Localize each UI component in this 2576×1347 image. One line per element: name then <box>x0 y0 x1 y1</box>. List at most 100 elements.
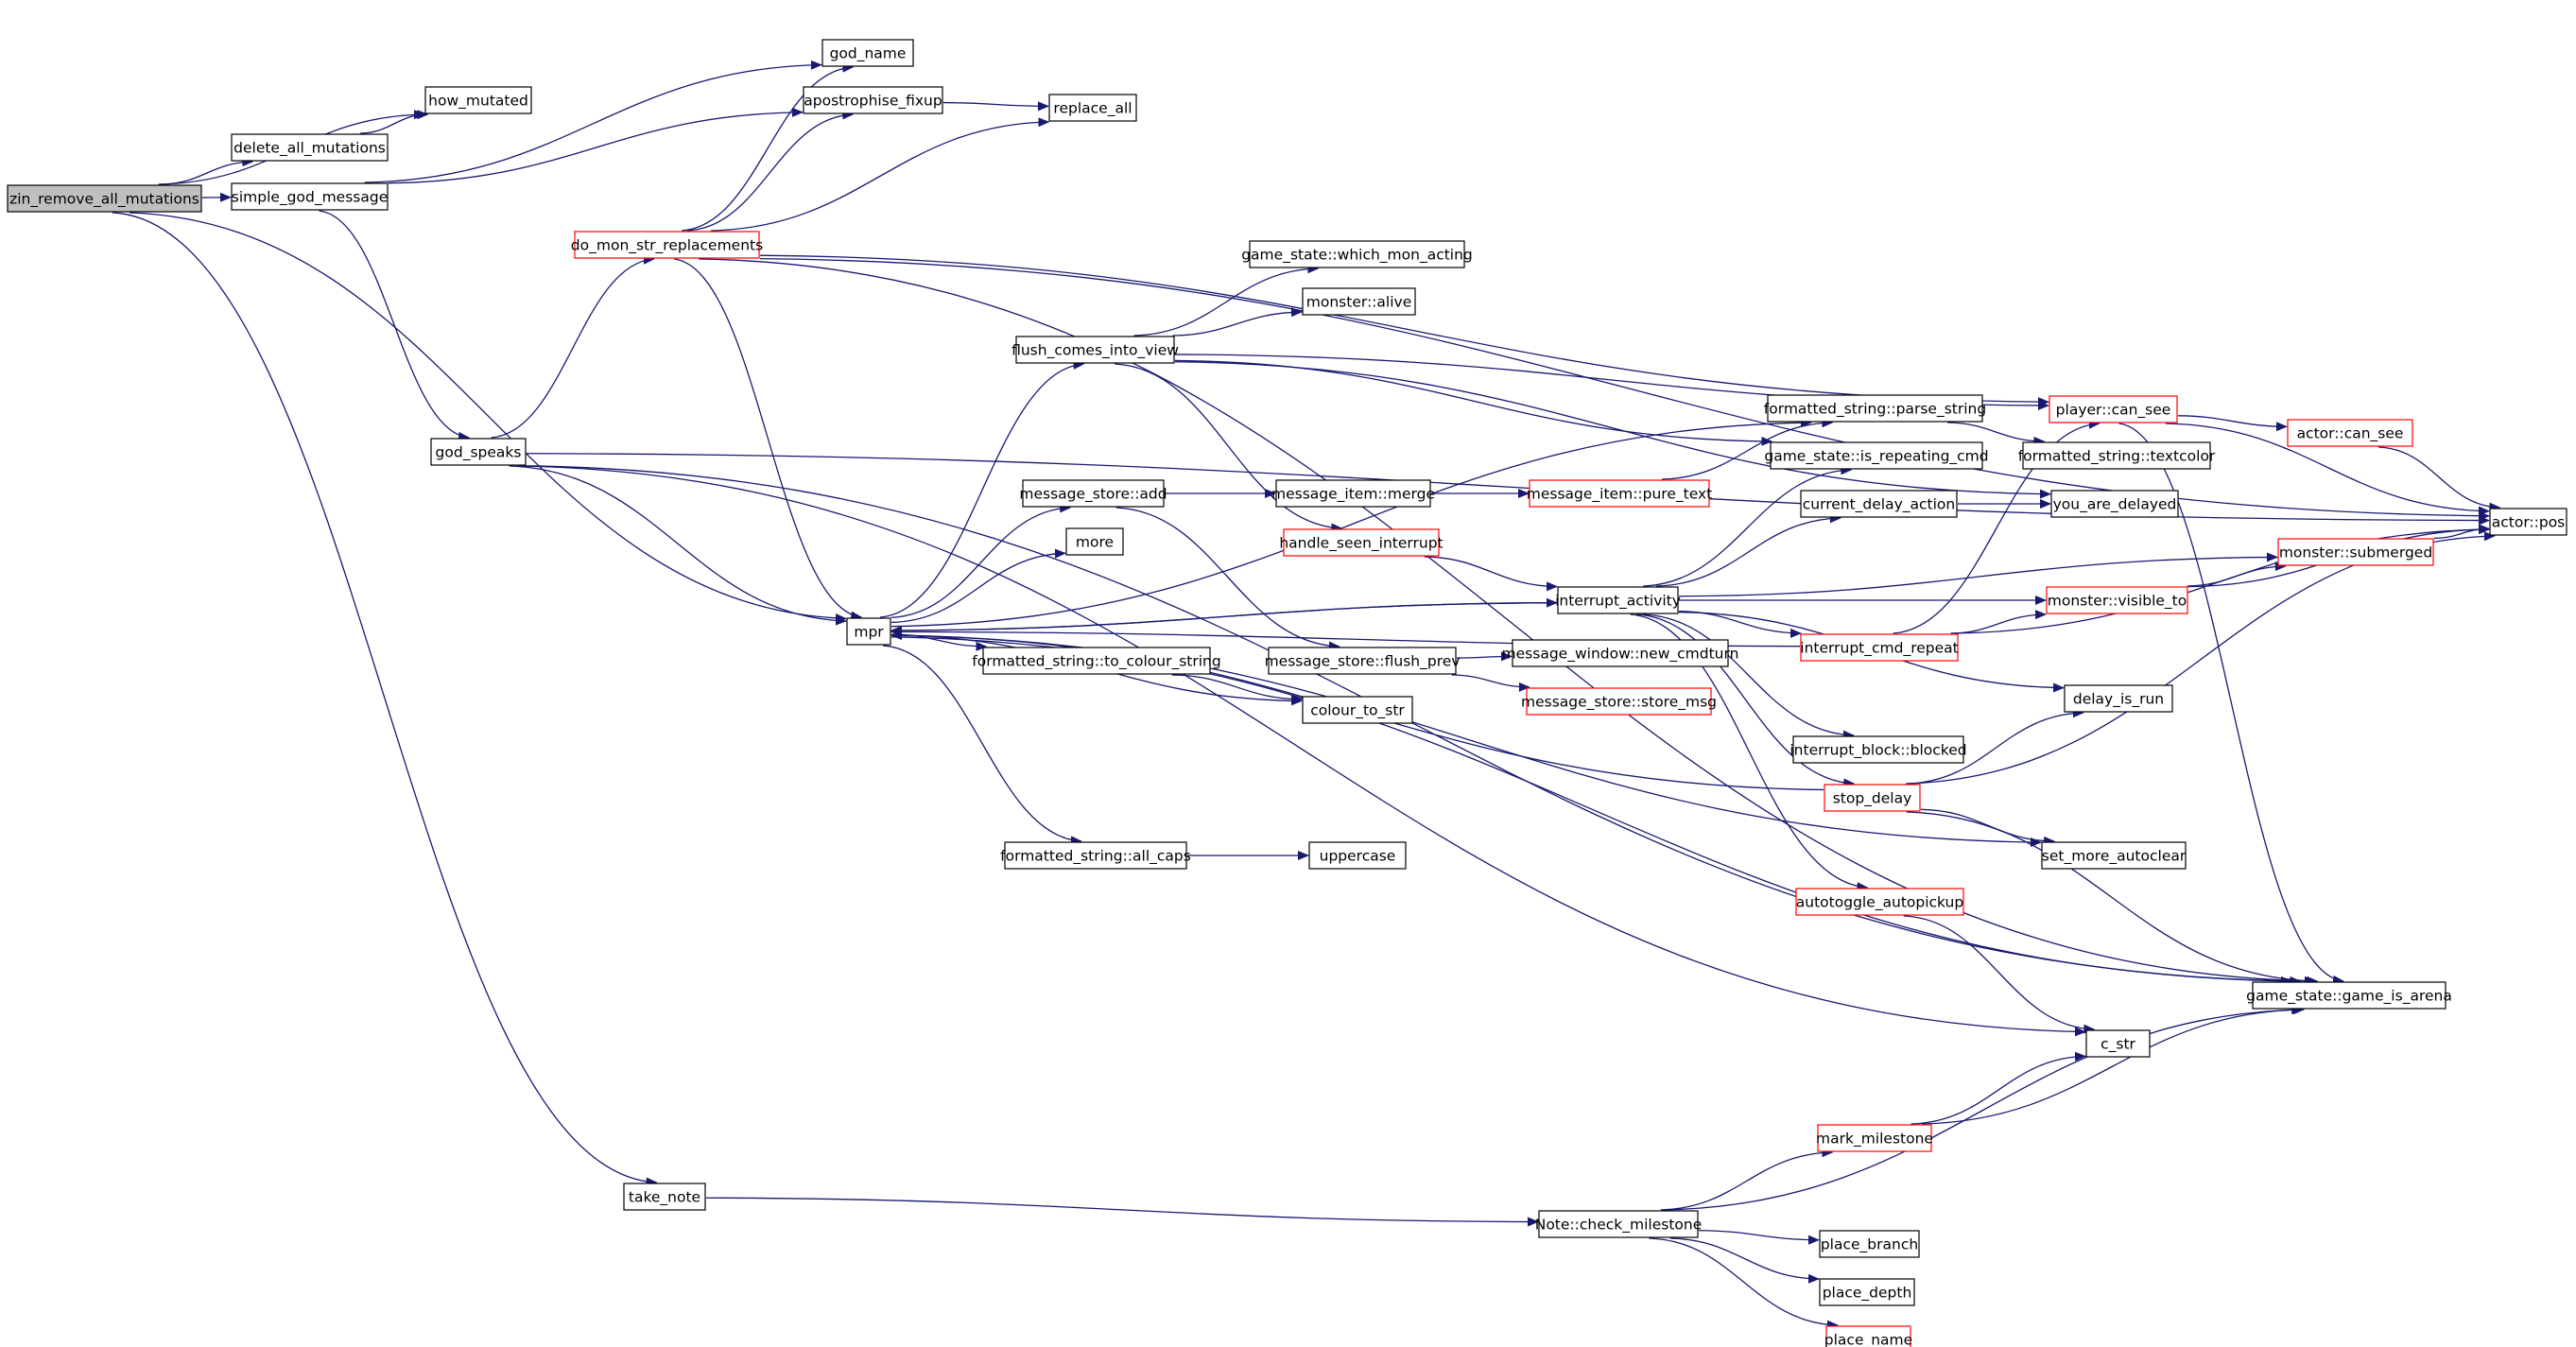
node-box <box>1275 479 1431 508</box>
node-msg-merge[interactable]: message_item::merge <box>1271 479 1435 508</box>
node-autopickup[interactable]: autotoggle_autopickup <box>1795 888 1964 916</box>
node-uppercase[interactable]: uppercase <box>1308 841 1407 870</box>
node-god-name[interactable]: god_name <box>821 39 914 67</box>
node-box <box>1308 841 1407 870</box>
edge-actor_can_see-to-actor_pos <box>2378 446 2501 512</box>
node-box <box>424 86 532 114</box>
node-actor-can-see[interactable]: actor::can_see <box>2287 419 2413 447</box>
node-you-delayed[interactable]: you_are_delayed <box>2050 490 2179 518</box>
node-new-cmdturn[interactable]: message_window::new_cmdturn <box>1502 639 1739 667</box>
node-simple-god[interactable]: simple_god_message <box>231 182 389 211</box>
node-box <box>1767 394 1983 423</box>
node-cmd-repeat[interactable]: interrupt_cmd_repeat <box>1800 633 1959 662</box>
node-stop-delay[interactable]: stop_delay <box>1824 784 1921 812</box>
node-mpr[interactable]: mpr <box>846 617 891 646</box>
node-box <box>1819 1278 1915 1306</box>
node-is-repeating[interactable]: game_state::is_repeating_cmd <box>1764 441 1989 470</box>
node-mon-alive[interactable]: monster::alive <box>1302 287 1416 316</box>
node-box <box>2049 395 2178 423</box>
edge-mpr-to-parse_string <box>890 418 1812 628</box>
node-textcolor[interactable]: formatted_string::textcolor <box>2018 441 2216 470</box>
node-check-milestone[interactable]: Note::check_milestone <box>1535 1210 1703 1238</box>
node-label: flush_comes_into_view <box>1011 342 1179 360</box>
node-submerged[interactable]: monster::submerged <box>2277 538 2434 566</box>
edge-interrupt_act-to-submerged <box>1678 552 2278 597</box>
node-colour-to-str[interactable]: colour_to_str <box>1302 696 1413 724</box>
node-box <box>2489 508 2567 536</box>
node-delay-is-run[interactable]: delay_is_run <box>2064 684 2173 713</box>
node-replace-all[interactable]: replace_all <box>1048 94 1137 122</box>
node-apostrophise[interactable]: apostrophise_fixup <box>803 86 943 114</box>
node-parse-string[interactable]: formatted_string::parse_string <box>1764 394 1986 423</box>
edge-do_mon-to-god_name <box>682 62 855 232</box>
node-visible-to[interactable]: monster::visible_to <box>2046 586 2188 614</box>
node-box <box>1022 479 1165 508</box>
node-flush-prev[interactable]: message_store::flush_prev <box>1265 647 1461 675</box>
node-do-mon[interactable]: do_mon_str_replacements <box>571 231 763 259</box>
node-box <box>231 133 389 162</box>
node-pure-text[interactable]: message_item::pure_text <box>1527 479 1712 508</box>
node-box <box>1004 841 1187 870</box>
node-cur-delay[interactable]: current_delay_action <box>1800 490 1958 518</box>
edge-do_mon-to-game_arena <box>699 258 2319 986</box>
node-box <box>623 1183 706 1211</box>
node-msg-add[interactable]: message_store::add <box>1019 479 1167 508</box>
edge-pure_text-to-parse_string <box>1662 418 1834 480</box>
node-label: current_delay_action <box>1803 496 1955 514</box>
node-label: delete_all_mutations <box>233 140 386 158</box>
node-label: zin_remove_all_mutations <box>9 191 199 209</box>
edge-simple_god-to-god_name <box>364 60 822 183</box>
node-game-arena[interactable]: game_state::game_is_arena <box>2246 981 2452 1010</box>
node-zin[interactable]: zin_remove_all_mutations <box>7 184 202 213</box>
node-box <box>2064 684 2173 713</box>
edge-interrupt_act-to-stop_delay <box>1635 613 1856 788</box>
edge-player_can_see-to-actor_pos <box>2165 423 2490 516</box>
edge-god_speaks-to-mpr <box>509 465 847 626</box>
node-c-str[interactable]: c_str <box>2085 1029 2151 1058</box>
node-how-mutated[interactable]: how_mutated <box>424 86 532 114</box>
node-god-speaks[interactable]: god_speaks <box>430 438 527 466</box>
node-label: actor::pos <box>2492 514 2566 531</box>
node-player-can-see[interactable]: player::can_see <box>2049 395 2178 423</box>
edge-flush_view-to-you_delayed <box>1174 361 2051 499</box>
node-all-caps[interactable]: formatted_string::all_caps <box>1000 841 1191 870</box>
node-box <box>1048 94 1137 122</box>
node-label: monster::submerged <box>2279 544 2432 561</box>
node-delete-all[interactable]: delete_all_mutations <box>231 133 389 162</box>
node-box <box>1825 1325 1911 1347</box>
edge-seen_interrupt-to-interrupt_act <box>1424 556 1558 592</box>
edge-to_colour-to-colour_to_str <box>1171 674 1303 704</box>
edge-player_can_see-to-actor_can_see <box>2177 415 2288 432</box>
node-place-name[interactable]: place_name <box>1824 1325 1912 1347</box>
node-label: handle_seen_interrupt <box>1279 535 1443 553</box>
node-store-msg[interactable]: message_store::store_msg <box>1521 687 1717 716</box>
node-label: mark_milestone <box>1816 1131 1933 1148</box>
node-label: monster::alive <box>1306 294 1411 311</box>
node-more[interactable]: more <box>1065 527 1124 556</box>
node-place-depth[interactable]: place_depth <box>1819 1278 1915 1306</box>
node-which-mon[interactable]: game_state::which_mon_acting <box>1241 240 1473 268</box>
node-blocked[interactable]: interrupt_block::blocked <box>1789 735 1967 764</box>
edge-interrupt_act-to-autopickup <box>1630 613 1869 892</box>
edge-flush_view-to-mon_alive <box>1172 307 1303 337</box>
node-label: autotoggle_autopickup <box>1796 894 1963 912</box>
node-more-autoclear[interactable]: set_more_autoclear <box>2041 841 2187 870</box>
edge-zin-to-take_note <box>112 212 658 1187</box>
node-place-branch[interactable]: place_branch <box>1819 1230 1920 1258</box>
node-take-note[interactable]: take_note <box>623 1183 706 1211</box>
node-box <box>1824 784 1921 812</box>
node-label: place_branch <box>1821 1236 1918 1254</box>
node-actor-pos[interactable]: actor::pos <box>2489 508 2567 536</box>
node-label: actor::can_see <box>2297 425 2404 443</box>
edge-mpr-to-flush_view <box>879 359 1085 618</box>
node-interrupt-act[interactable]: interrupt_activity <box>1555 586 1681 614</box>
edge-mark_milestone-to-game_arena <box>1921 1005 2304 1125</box>
edge-stop_delay-to-game_arena <box>1906 811 2316 986</box>
node-flush-view[interactable]: flush_comes_into_view <box>1011 336 1179 364</box>
node-seen-interrupt[interactable]: handle_seen_interrupt <box>1279 528 1444 557</box>
edge-interrupt_act-to-cur_delay <box>1656 513 1841 587</box>
node-box <box>821 39 914 67</box>
node-to-colour[interactable]: formatted_string::to_colour_string <box>972 647 1221 675</box>
node-mark-milestone[interactable]: mark_milestone <box>1816 1124 1933 1152</box>
node-label: stop_delay <box>1833 790 1912 808</box>
